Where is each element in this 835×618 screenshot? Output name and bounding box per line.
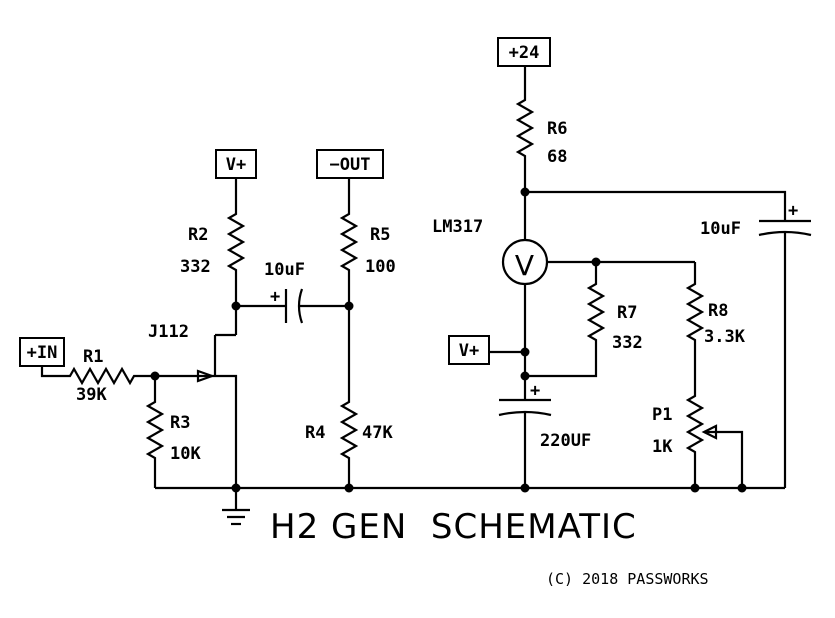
r6-value: 68	[547, 147, 567, 167]
c220-value: 220UF	[540, 431, 591, 451]
r7-value: 332	[612, 333, 643, 353]
plus-in-terminal: +IN	[19, 337, 65, 367]
r2-value: 332	[180, 257, 211, 277]
junction-p1-ground	[690, 483, 700, 493]
minus-out-terminal: −OUT	[316, 149, 384, 179]
jfet-j112	[196, 333, 238, 488]
c-coupling-plus: +	[270, 287, 280, 307]
r8-ref: R8	[708, 301, 728, 321]
p1-ref: P1	[652, 405, 672, 425]
ground-symbol	[222, 488, 250, 526]
lm317-regulator: V	[501, 238, 549, 286]
vplus-terminal-2: V+	[448, 335, 490, 365]
copyright-text: (C) 2018 PASSWORKS	[546, 570, 709, 588]
r8-value: 3.3K	[704, 327, 746, 347]
r3-ref: R3	[170, 413, 190, 433]
r3-resistor	[145, 376, 165, 488]
p1-wiper-wire	[704, 430, 744, 488]
junction-c220-ground	[520, 483, 530, 493]
schematic-title: H2 GEN SCHEMATIC	[270, 507, 637, 547]
r1-value: 39K	[76, 385, 107, 405]
r6-resistor	[515, 66, 535, 240]
r4-value: 47K	[362, 423, 393, 443]
c-bypass-plus: +	[788, 201, 798, 221]
r2-ref: R2	[188, 225, 208, 245]
junction-wiper-ground	[737, 483, 747, 493]
c-bypass-value: 10uF	[700, 219, 741, 239]
c-coupling-value: 10uF	[264, 260, 305, 280]
r7-ref: R7	[617, 303, 637, 323]
bypass-wire-top	[525, 190, 787, 221]
r3-value: 10K	[170, 444, 201, 464]
vplus-terminal-1: V+	[215, 149, 257, 179]
r8-resistor	[685, 262, 705, 394]
plus24-label: +24	[509, 43, 540, 63]
minus-out-label: −OUT	[330, 155, 371, 175]
r7-resistor	[525, 262, 606, 378]
regulator-symbol: V	[515, 249, 535, 282]
junction-r7-cap	[520, 371, 530, 381]
r5-ref: R5	[370, 225, 390, 245]
p1-value: 1K	[652, 437, 673, 457]
p1-potentiometer	[685, 394, 705, 488]
r2-resistor	[226, 178, 246, 335]
r4-resistor	[339, 306, 359, 488]
r4-ref: R4	[305, 423, 325, 443]
vplus-2-label: V+	[459, 341, 479, 361]
c220-plus: +	[530, 381, 540, 401]
junction-source-ground	[231, 483, 241, 493]
vplus-1-label: V+	[226, 155, 246, 175]
r5-value: 100	[365, 257, 396, 277]
p1-wiper-arrow	[701, 424, 718, 440]
junction-r4-ground	[344, 483, 354, 493]
j112-ref: J112	[148, 322, 189, 342]
r6-ref: R6	[547, 119, 567, 139]
r1-ref: R1	[83, 347, 103, 367]
input-wire	[40, 366, 66, 378]
r5-resistor	[339, 178, 359, 306]
plus-in-label: +IN	[27, 343, 58, 363]
lm317-ref: LM317	[432, 217, 483, 237]
plus24-terminal: +24	[497, 37, 551, 67]
r1-resistor	[66, 366, 155, 386]
